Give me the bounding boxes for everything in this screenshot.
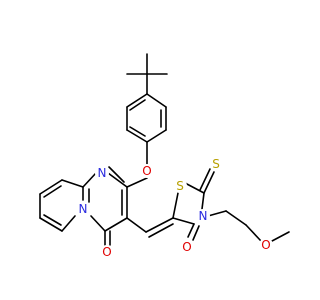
bond (207, 210, 227, 217)
bond (82, 172, 97, 188)
atom-o-pyrimidinone: O (102, 245, 111, 259)
bond (145, 217, 174, 233)
bond (271, 231, 290, 242)
bond (146, 129, 167, 143)
bond (126, 177, 148, 188)
atom-s-thioxo: S (212, 157, 220, 171)
atom-label-background (173, 179, 187, 193)
bond (126, 217, 147, 233)
bond (184, 182, 205, 194)
atom-n-pyrimidine: N (98, 166, 107, 180)
bond (39, 179, 63, 195)
bond (129, 99, 146, 111)
molecule-structure: O N N O S S N O O (39, 53, 290, 259)
bond (245, 224, 262, 242)
atom-n-thiazolidine: N (199, 209, 208, 223)
bond (61, 215, 76, 232)
bond (225, 210, 247, 226)
atom-o-thiazolidinone: O (182, 240, 191, 254)
atom-s-ring: S (176, 179, 184, 193)
atom-label-background (209, 157, 223, 171)
bond (148, 223, 174, 238)
bond (108, 166, 125, 183)
bond (39, 217, 63, 232)
bond (192, 225, 200, 241)
bond (201, 192, 205, 210)
atom-label-background (196, 209, 210, 223)
atom-n-bridge: N (79, 202, 88, 216)
bond (172, 217, 195, 225)
bond (126, 93, 148, 108)
atom-o-ether: O (142, 164, 151, 178)
bond (43, 214, 62, 226)
bond (43, 185, 62, 198)
bonds (39, 53, 290, 246)
bond (129, 126, 146, 137)
bond (126, 129, 148, 143)
atom-label-background (180, 240, 194, 254)
bond (104, 217, 128, 232)
bond (146, 93, 167, 108)
bond (199, 168, 211, 191)
atom-label-background (259, 238, 273, 252)
atom-o-methoxy: O (261, 238, 270, 252)
atom-label-background (100, 245, 114, 259)
bond (203, 171, 215, 194)
atom-label-background (95, 166, 109, 180)
bond (61, 179, 84, 188)
bond (90, 215, 106, 232)
bond (172, 192, 179, 219)
atom-label-background (140, 164, 154, 178)
bond (107, 172, 128, 188)
bond (187, 223, 195, 238)
atom-labels: O N N O S S N O O (76, 157, 273, 259)
atom-label-background (76, 202, 90, 216)
